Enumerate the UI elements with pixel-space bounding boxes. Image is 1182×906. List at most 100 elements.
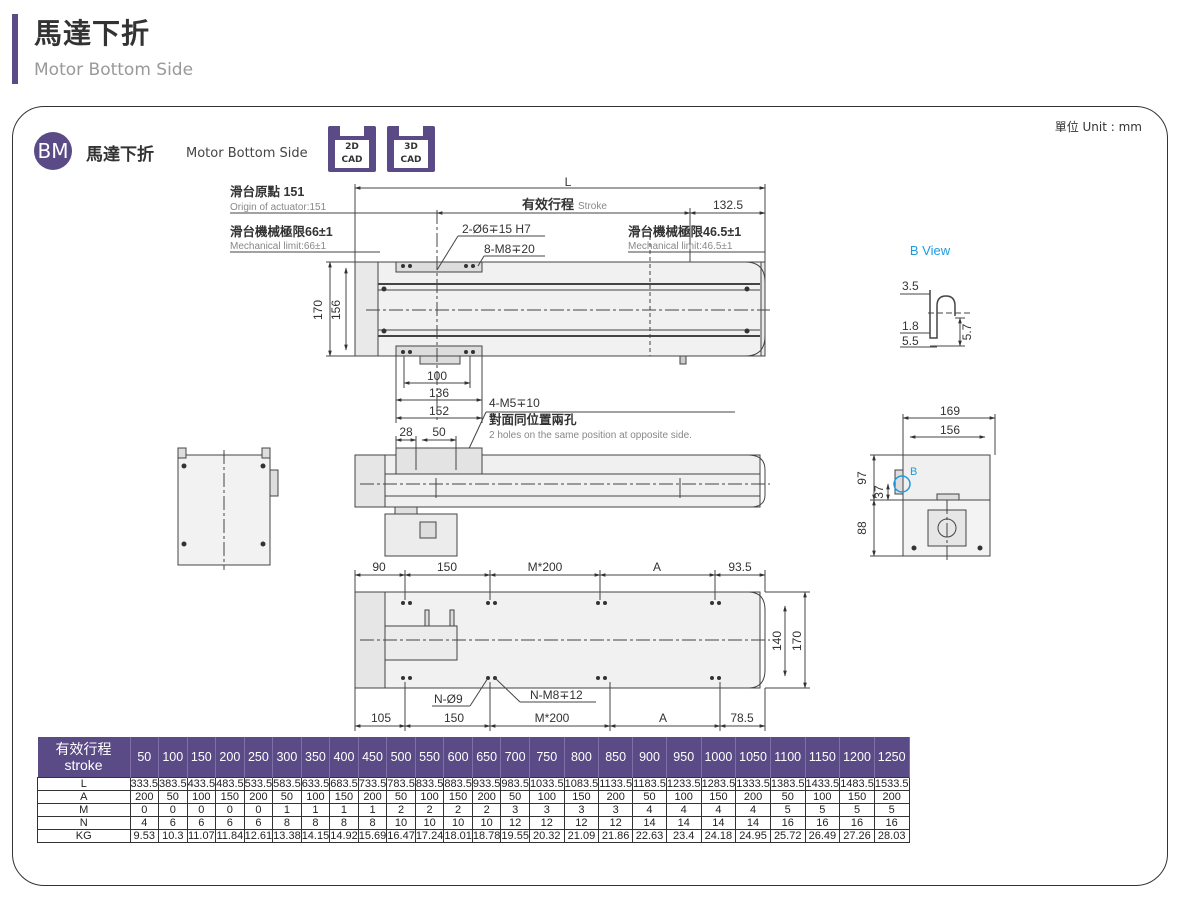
stroke-col-header: 500 [386,737,416,778]
mech-limit-left-en: Mechanical limit:66±1 [230,241,327,252]
hole-n-9: N-Ø9 [434,692,463,706]
m5-note-cn: 對面同位置兩孔 [489,412,577,427]
dim-156: 156 [329,300,343,320]
table-cell: 8 [357,816,388,830]
table-cell: 50 [272,790,302,804]
dim-78-5: 78.5 [730,711,754,725]
table-cell: 16 [804,816,841,830]
stroke-col-header: 1100 [770,737,806,778]
table-cell: 1083.5 [563,777,600,791]
stroke-col-header: 1250 [874,737,910,778]
dim-b-5-5: 5.5 [902,334,919,348]
table-cell: 3 [500,803,530,817]
table-cell: 5 [839,803,875,817]
table-cell: 1183.5 [632,777,667,791]
dim-152: 152 [429,404,449,418]
dim-90: 90 [372,560,386,574]
table-cell: 25.72 [769,829,806,843]
origin-label-en: Origin of actuator:151 [230,202,327,213]
stroke-col-header: 1150 [805,737,841,778]
hole-n-m8: N-M8∓12 [530,688,583,702]
stroke-col-header: 700 [500,737,530,778]
b-view-detail [928,290,970,339]
table-cell: 2 [471,803,502,817]
table-cell: 200 [243,790,274,804]
table-cell: 150 [563,790,600,804]
dim-93-5: 93.5 [728,560,752,574]
table-cell: 14 [735,816,771,830]
dim-a-bottom: A [659,711,667,725]
table-cell: 50 [769,790,806,804]
stroke-col-header: 750 [529,737,565,778]
spec-card [12,106,1168,886]
mech-limit-left-cn: 滑台機械極限66±1 [230,224,333,239]
table-cell: 0 [158,803,188,817]
stroke-col-header: 1200 [839,737,875,778]
origin-label-cn: 滑台原點 151 [230,184,304,199]
table-cell: 4 [129,816,160,830]
table-cell: 50 [386,790,416,804]
table-cell: 13.38 [272,829,302,843]
table-cell: 633.5 [300,777,331,791]
table-cell: 1383.5 [769,777,806,791]
table-cell: 100 [665,790,702,804]
table-cell: 1 [272,803,302,817]
table-cell: 11.84 [215,829,245,843]
table-cell: 8 [272,816,302,830]
dim-a-top: A [653,560,661,574]
table-cell: 1333.5 [735,777,771,791]
dim-m200-bottom: M*200 [535,711,570,725]
table-cell: 883.5 [443,777,473,791]
table-cell: 27.26 [839,829,875,843]
stroke-col-header: 400 [329,737,359,778]
stroke-col-header: 350 [301,737,331,778]
dim-140: 140 [770,631,784,651]
m5-note-en: 2 holes on the same position at opposite… [489,430,692,441]
floppy-disk-icon [399,126,423,136]
dim-L: L [565,175,572,189]
table-cell: 10 [443,816,473,830]
table-cell: 150 [215,790,245,804]
table-cell: 20.32 [528,829,565,843]
dim-170-bottom: 170 [790,631,804,651]
table-cell: 8 [300,816,331,830]
table-cell: 200 [357,790,388,804]
page-title: 馬達下折 [34,17,151,50]
unit-label: 單位 Unit : mm [1054,120,1142,134]
dim-37: 37 [872,485,886,499]
table-cell: 933.5 [471,777,502,791]
table-cell: 6 [158,816,188,830]
table-cell: 150 [700,790,737,804]
dim-b-3-5: 3.5 [902,279,919,293]
table-cell: 50 [500,790,530,804]
table-cell: 1433.5 [804,777,841,791]
table-cell: 733.5 [357,777,388,791]
table-cell: 150 [329,790,359,804]
stroke-col-header: 1050 [735,737,771,778]
m5-spec: 4-M5∓10 [489,396,540,410]
dim-150-top: 150 [437,560,457,574]
stroke-col-header: 50 [130,737,160,778]
stroke-label-en: Stroke [578,201,607,212]
stroke-col-header: 900 [632,737,667,778]
table-cell: 16 [769,816,806,830]
table-cell: 833.5 [414,777,445,791]
table-cell: 10.3 [158,829,188,843]
row-label: KG [37,829,131,843]
row-label: A [37,790,131,804]
dim-105: 105 [371,711,391,725]
table-cell: 0 [243,803,274,817]
table-cell: 9.53 [129,829,160,843]
table-cell: 2 [386,803,416,817]
table-cell: 28.03 [873,829,910,843]
table-cell: 200 [471,790,502,804]
stroke-col-header: 600 [443,737,473,778]
table-cell: 19.55 [500,829,530,843]
table-cell: 2 [443,803,473,817]
table-cell: 1283.5 [700,777,737,791]
table-cell: 12.61 [243,829,274,843]
